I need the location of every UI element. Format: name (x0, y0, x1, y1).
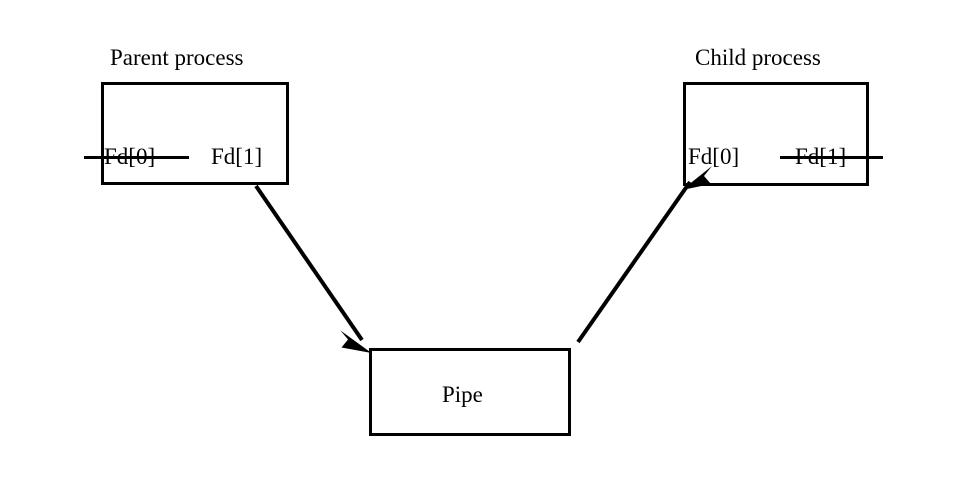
child-process-box (683, 82, 869, 186)
pipe-box (369, 348, 571, 436)
parent-fd0-strikethrough (84, 156, 189, 159)
parent-process-title: Parent process (110, 45, 244, 70)
arrow-pipe-to-child (576, 166, 712, 344)
pipe-label: Pipe (442, 382, 483, 407)
child-process-title: Child process (695, 45, 821, 70)
arrow-parent-to-pipe (254, 184, 372, 353)
parent-process-box (101, 82, 289, 185)
arrow-parent-to-pipe-head (340, 330, 372, 353)
arrow-parent-to-pipe-shaft (254, 184, 364, 342)
child-fd0-label: Fd[0] (688, 144, 740, 169)
arrow-pipe-to-child-shaft (576, 180, 692, 344)
parent-fd1-label: Fd[1] (211, 144, 263, 169)
child-fd1-strikethrough (780, 156, 883, 159)
